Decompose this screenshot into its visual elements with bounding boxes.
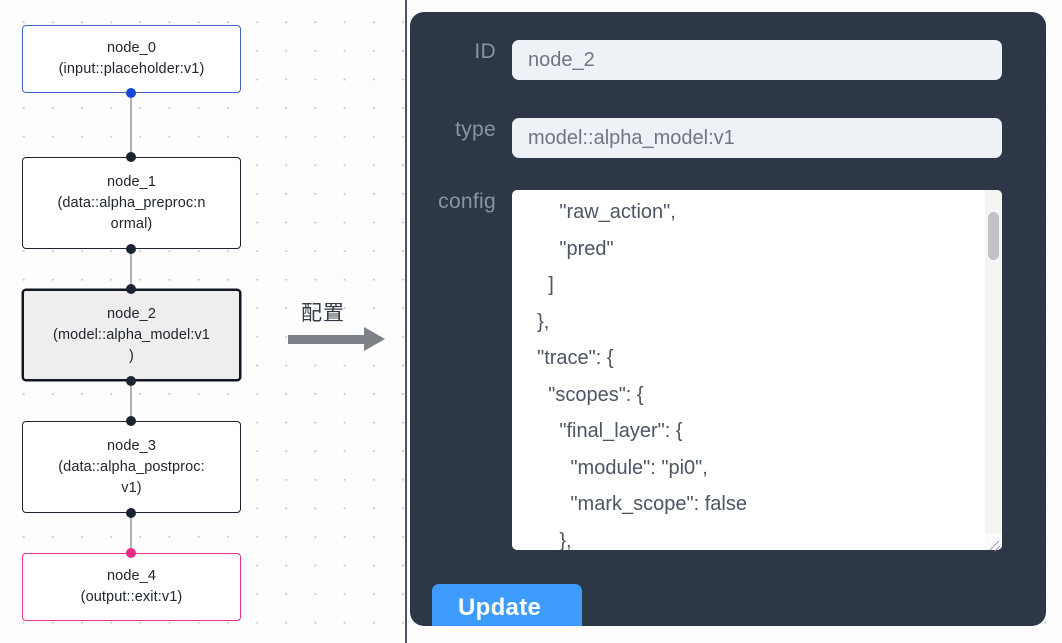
node-label: node_0 (input::placeholder:v1) — [58, 40, 205, 77]
arrow-label: 配置 — [301, 301, 345, 325]
field-row-type: type — [410, 118, 1002, 158]
canvas-divider — [405, 0, 407, 643]
graph-node-node_4[interactable]: node_4 (output::exit:v1) — [22, 553, 241, 621]
resize-handle-icon[interactable] — [985, 533, 1002, 550]
config-scrollbar-track[interactable] — [985, 190, 1002, 535]
arrow-shaft — [288, 335, 366, 344]
field-row-config: config "raw_action", "pred" ] }, "trace"… — [410, 190, 1002, 550]
node-handle-target-node_2[interactable] — [126, 284, 136, 294]
node-inspector-panel: ID type config "raw_action", "pred" ] },… — [410, 12, 1046, 626]
node-handle-source-node_1[interactable] — [126, 244, 136, 254]
graph-node-node_3[interactable]: node_3 (data::alpha_postproc: v1) — [22, 421, 241, 513]
config-field-label: config — [438, 190, 496, 213]
config-textarea[interactable]: "raw_action", "pred" ] }, "trace": { "sc… — [512, 190, 1002, 550]
graph-node-node_2[interactable]: node_2 (model::alpha_model:v1 ) — [22, 289, 241, 381]
edge-node0-node1 — [130, 93, 132, 157]
config-textarea-wrapper: "raw_action", "pred" ] }, "trace": { "sc… — [512, 190, 1002, 550]
type-input[interactable] — [512, 118, 1002, 158]
node-handle-target-node_3[interactable] — [126, 416, 136, 426]
edge-node1-node2 — [130, 249, 132, 289]
node-handle-source-node_0[interactable] — [126, 88, 136, 98]
id-field-label: ID — [474, 40, 496, 63]
field-row-id: ID — [410, 40, 1002, 80]
graph-node-node_0[interactable]: node_0 (input::placeholder:v1) — [22, 25, 241, 93]
node-handle-target-node_1[interactable] — [126, 152, 136, 162]
config-scrollbar-thumb[interactable] — [988, 212, 999, 260]
node-label: node_2 (model::alpha_model:v1 ) — [53, 305, 210, 364]
arrow-head-icon — [364, 327, 385, 351]
edge-node2-node3 — [130, 381, 132, 421]
node-label: node_3 (data::alpha_postproc: v1) — [58, 437, 205, 496]
node-handle-target-node_4[interactable] — [126, 548, 136, 558]
graph-node-node_1[interactable]: node_1 (data::alpha_preproc:n ormal) — [22, 157, 241, 249]
type-field-label: type — [455, 118, 496, 141]
update-button[interactable]: Update — [432, 584, 582, 626]
node-label: node_1 (data::alpha_preproc:n ormal) — [57, 173, 206, 232]
node-handle-source-node_2[interactable] — [126, 376, 136, 386]
configure-arrow-annotation: 配置 — [288, 297, 393, 359]
node-handle-source-node_3[interactable] — [126, 508, 136, 518]
id-input[interactable] — [512, 40, 1002, 80]
node-label: node_4 (output::exit:v1) — [80, 568, 183, 605]
edge-node3-node4 — [130, 513, 132, 553]
